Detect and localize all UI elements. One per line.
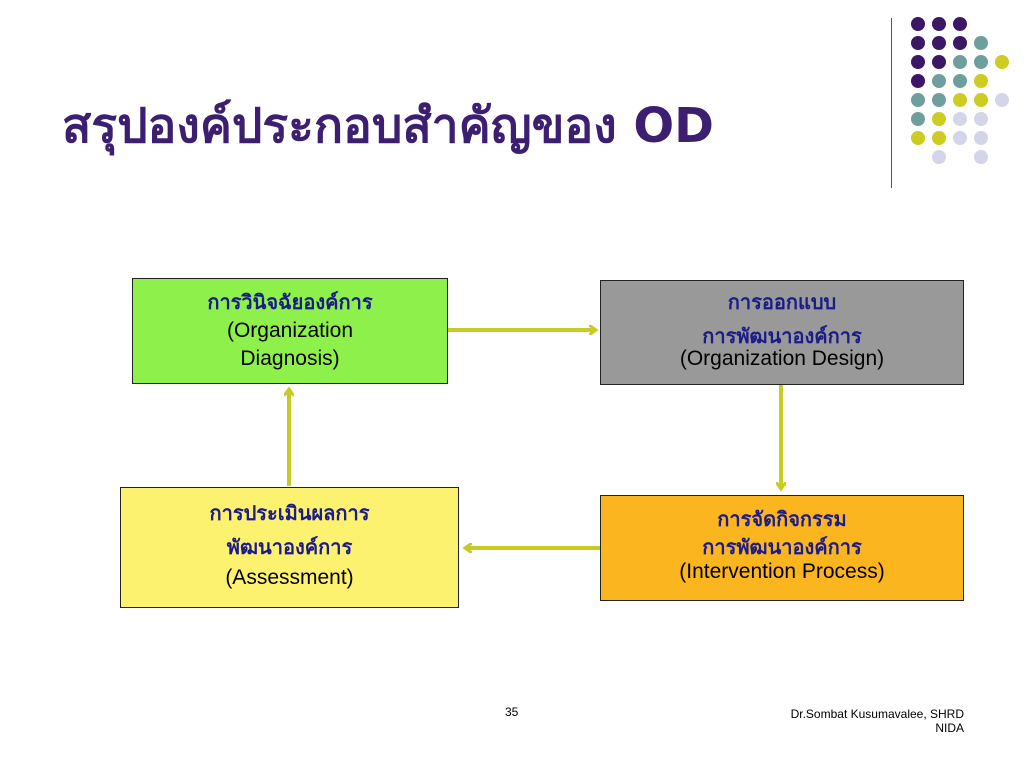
decorative-dot [953,131,967,145]
decorative-dot [953,74,967,88]
decorative-dot [974,150,988,164]
decorative-dot [953,55,967,69]
decorative-dot [932,131,946,145]
intervention-english-label: (Intervention Process) [679,560,885,583]
divider-line [891,18,892,188]
design-thai-label-2: การพัฒนาองค์การ [702,324,862,348]
box-intervention-process: การจัดกิจกรรม การพัฒนาองค์การ (Intervent… [600,495,964,601]
decorative-dot [911,131,925,145]
decorative-dot [932,17,946,31]
decorative-dot [911,93,925,107]
diagnosis-thai-label: การวินิจฉัยองค์การ [207,290,373,314]
decorative-dot [911,36,925,50]
author-line-2: NIDA [935,721,964,735]
box-organization-design: การออกแบบ การพัฒนาองค์การ (Organization … [600,280,964,385]
decorative-dot [995,93,1009,107]
design-english-label: (Organization Design) [679,347,885,370]
decorative-dot [974,36,988,50]
decorative-dot [995,55,1009,69]
decorative-dot [953,112,967,126]
diagnosis-english-label-2: Diagnosis) [240,347,340,370]
slide-title: สรุปองค์ประกอบสำคัญของ OD [62,98,715,154]
box-organization-diagnosis: การวินิจฉัยองค์การ (Organization Diagnos… [132,278,448,384]
page-number: 35 [505,705,519,719]
decorative-dot [932,93,946,107]
decorative-dot [953,93,967,107]
intervention-thai-label-1: การจัดกิจกรรม [717,507,847,531]
decorative-dot [911,112,925,126]
design-thai-label-1: การออกแบบ [727,290,837,314]
decorative-dot [911,74,925,88]
decorative-dot [974,112,988,126]
author-credit: Dr.Sombat Kusumavalee, SHRD NIDA [744,707,964,735]
decorative-dot [932,74,946,88]
decorative-dot [974,131,988,145]
decorative-dot [932,55,946,69]
decorative-dot [974,55,988,69]
decorative-dot [974,74,988,88]
decorative-dot [953,17,967,31]
assessment-english-label: (Assessment) [225,566,354,589]
decorative-dot [974,93,988,107]
intervention-thai-label-2: การพัฒนาองค์การ [702,535,862,559]
decorative-dot [953,36,967,50]
assessment-thai-label-1: การประเมินผลการ [209,501,370,525]
decorative-dot [932,150,946,164]
decorative-dot [911,17,925,31]
author-line-1: Dr.Sombat Kusumavalee, SHRD [790,707,964,721]
decorative-dot [932,36,946,50]
decorative-dot [932,112,946,126]
decorative-dot [911,55,925,69]
diagnosis-english-label-1: (Organization [226,319,354,342]
assessment-thai-label-2: พัฒนาองค์การ [226,535,353,559]
box-assessment: การประเมินผลการ พัฒนาองค์การ (Assessment… [120,487,459,608]
